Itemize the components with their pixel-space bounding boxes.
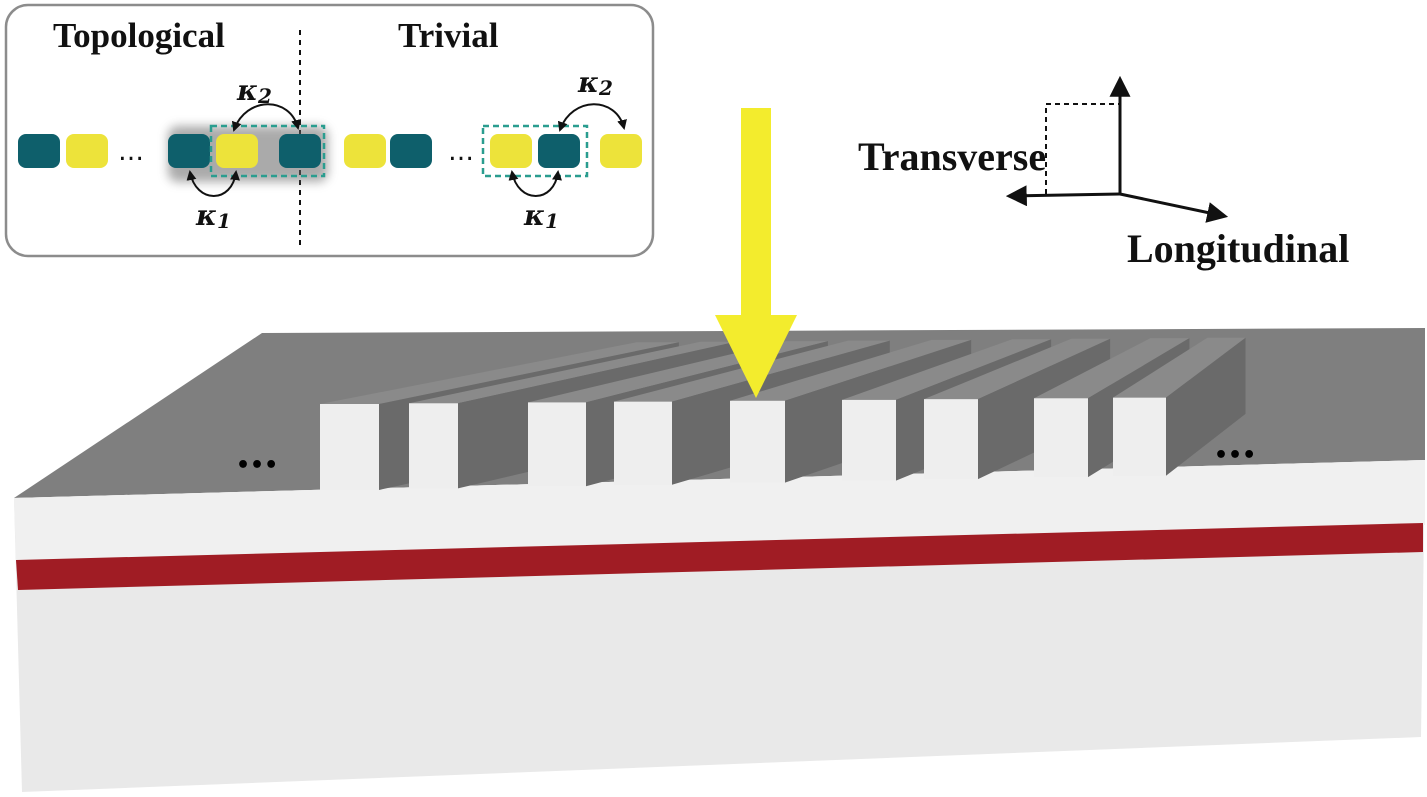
site-teal: [390, 134, 432, 168]
longitudinal-label: Longitudinal: [1127, 226, 1349, 271]
ridge-front-face: [842, 399, 896, 481]
ridge-top-surface: [842, 339, 1052, 400]
ridge-top-surface: [730, 339, 972, 401]
site-teal: [168, 134, 210, 168]
waveguide-device: ••• •••: [14, 108, 1425, 792]
unit-cell-topological: [209, 124, 326, 178]
ridge-side-wall: [1166, 337, 1246, 476]
site-teal: [279, 134, 321, 168]
ridge-front-face: [730, 400, 785, 483]
coordinate-axes: Transverse Longitudinal: [858, 75, 1349, 271]
device-ellipsis-left: •••: [236, 453, 278, 478]
ridge-top-surface: [1113, 337, 1246, 398]
lattice-inset: Topological Trivial … … κ2: [4, 3, 655, 258]
device-ellipsis-right: •••: [1214, 443, 1256, 468]
ridge-front-face: [1113, 397, 1166, 476]
inset-ellipsis-right: …: [448, 137, 474, 167]
ridge-top-surface: [409, 341, 736, 404]
kappa1-arc-trivial: [508, 170, 562, 197]
ridge-front-face: [924, 399, 978, 480]
topological-label: Topological: [53, 16, 225, 55]
ridge-front-face: [320, 404, 379, 490]
ridge-top-surface: [320, 342, 679, 404]
kappa1-label-trivial: κ1: [523, 199, 559, 233]
site-yellow: [66, 134, 108, 168]
trivial-label: Trivial: [398, 16, 499, 55]
grating-ridges: [320, 337, 1246, 490]
kappa2-arc-topological: [231, 103, 301, 132]
ridge-top-surface: [924, 338, 1111, 400]
inset-ellipsis-left: …: [118, 137, 144, 167]
ridge-front-face: [614, 401, 672, 485]
site-teal: [538, 134, 580, 168]
kappa2-arc-trivial: [557, 103, 627, 132]
site-yellow: [600, 134, 642, 168]
ridge-top-surface: [1034, 338, 1190, 399]
kappa1-label-topological: κ1: [195, 199, 231, 233]
inset-frame: [4, 3, 655, 258]
site-yellow: [490, 134, 532, 168]
ridge-front-face: [1034, 398, 1088, 478]
pump-arrow: [715, 108, 797, 398]
ridge-front-face: [528, 402, 586, 487]
slab-front-upper: [14, 460, 1425, 560]
kappa2-label-trivial: κ2: [577, 66, 613, 100]
ridge-front-face: [409, 403, 458, 489]
kappa1-arc-topological: [186, 170, 240, 197]
kappa2-label-topological: κ2: [236, 74, 272, 108]
site-yellow: [216, 134, 258, 168]
transverse-label: Transverse: [858, 134, 1046, 179]
active-layer: [16, 523, 1423, 590]
site-teal: [18, 134, 60, 168]
site-yellow: [344, 134, 386, 168]
